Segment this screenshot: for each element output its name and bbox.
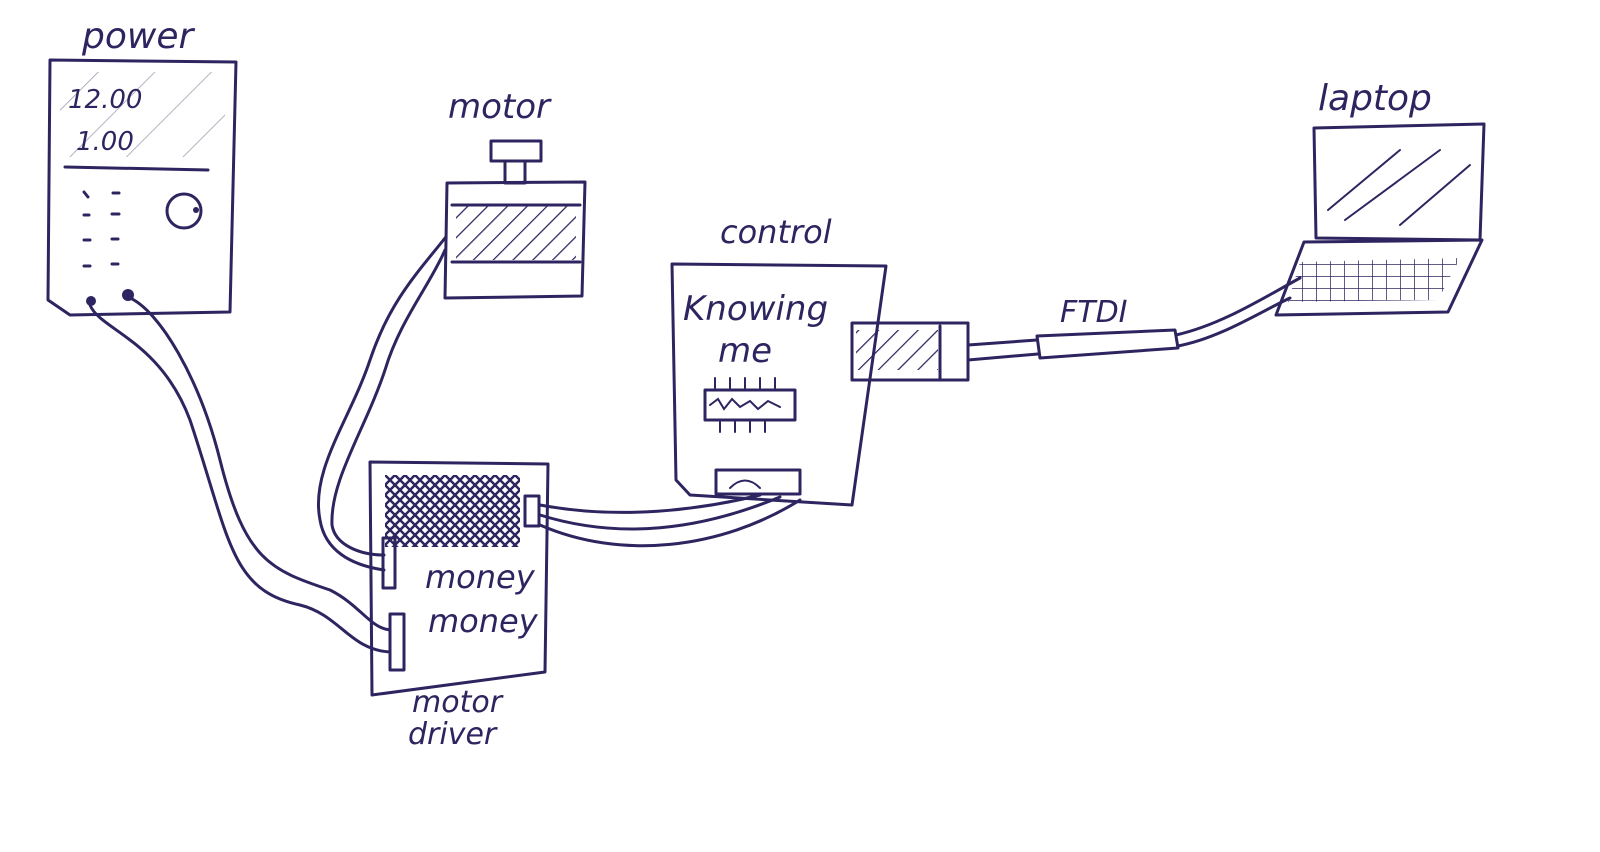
ftdi-label: FTDI (1060, 295, 1128, 330)
motor-wire-b (330, 248, 447, 557)
laptop: laptop (1274, 78, 1486, 317)
motor-body (443, 180, 587, 300)
ftdi-dongle (1035, 328, 1180, 360)
heatsink (385, 475, 520, 547)
motor-windings (456, 205, 576, 260)
power-terminal (388, 612, 406, 672)
microcontroller-chip (703, 377, 797, 433)
motor-shaft (489, 139, 543, 163)
signal-header (523, 494, 541, 528)
motor-wire-a (317, 236, 447, 572)
power-supply: power 12.00 1.00 (46, 16, 238, 317)
driver-text-2: money (428, 602, 539, 640)
laptop-screen (1312, 122, 1486, 242)
serial-cable (966, 338, 1040, 362)
driver-text-1: money (425, 558, 536, 596)
knob-icon (165, 192, 203, 230)
power-buttons (82, 190, 121, 268)
usb-cable (1174, 276, 1302, 348)
motor-driver-box (368, 460, 550, 697)
screen-glare (1327, 149, 1471, 226)
control-label: control (720, 213, 832, 251)
laptop-keyboard (1274, 238, 1484, 317)
motor: motor (443, 87, 587, 300)
power-voltage: 12.00 (68, 85, 142, 115)
power-label: power (81, 16, 195, 57)
motor-label: motor (448, 87, 552, 127)
control-board: control Knowing me (670, 213, 970, 507)
motor-terminal (381, 536, 397, 590)
driver-label-2: driver (408, 717, 498, 752)
power-display (60, 72, 225, 157)
motor-stem (503, 159, 527, 185)
divider (63, 165, 210, 172)
keyboard-keys (1288, 258, 1460, 302)
jack-negative (86, 296, 96, 306)
control-text-2: me (718, 331, 772, 371)
knob-dot (193, 207, 199, 213)
motor-driver: money money motor driver (368, 460, 550, 752)
power-wire-negative (88, 303, 392, 654)
control-text-1: Knowing (683, 289, 828, 329)
control-serial-connector (850, 321, 970, 382)
laptop-label: laptop (1318, 78, 1432, 119)
wires (88, 236, 802, 654)
signal-ribbon (538, 493, 802, 548)
driver-label-1: motor (412, 685, 504, 720)
control-bottom-connector (714, 468, 802, 496)
power-wire-positive (126, 295, 392, 632)
ftdi-adapter: FTDI (966, 276, 1302, 362)
power-current: 1.00 (76, 127, 134, 157)
